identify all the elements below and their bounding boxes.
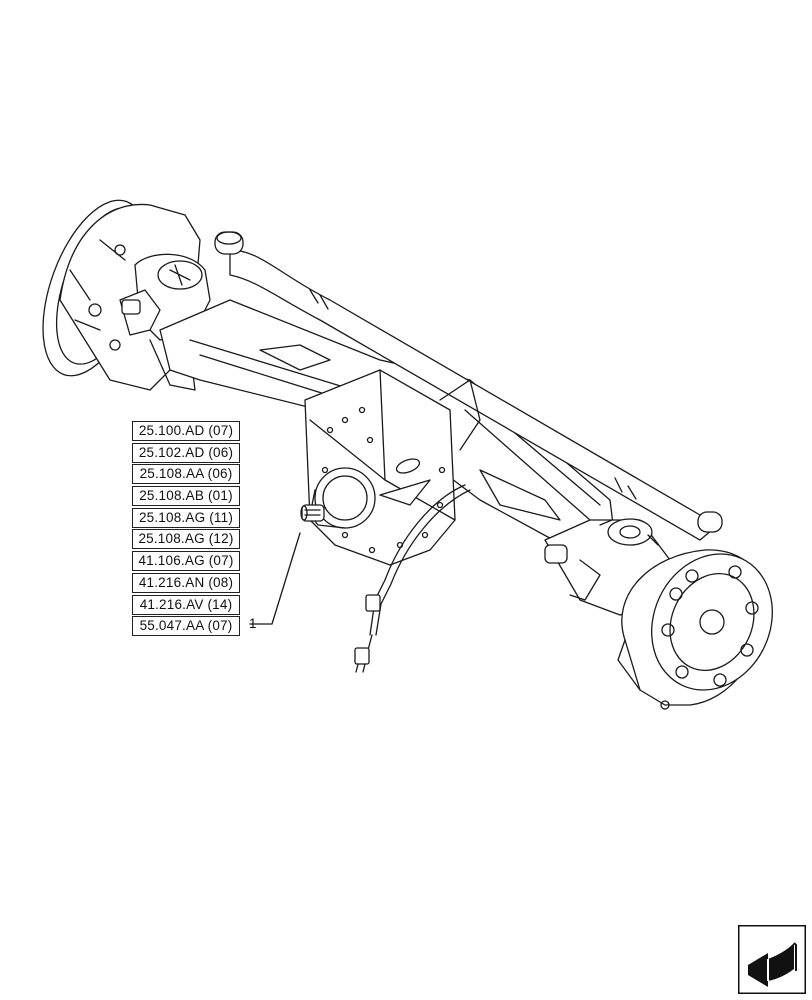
sensor-harness	[354, 484, 471, 673]
arrow-corner-icon	[738, 925, 806, 994]
reference-link[interactable]: 25.108.AB (01)	[132, 486, 240, 507]
reference-link[interactable]: 41.216.AV (14)	[132, 594, 240, 615]
callout-leader-line	[249, 532, 301, 625]
reference-link[interactable]: 25.100.AD (07)	[132, 421, 240, 441]
reference-link[interactable]: 55.047.AA (07)	[132, 616, 240, 637]
reference-list: 25.100.AD (07) 25.102.AD (06) 25.108.AA …	[132, 421, 240, 638]
nav-button[interactable]	[738, 925, 806, 994]
reference-link[interactable]: 41.216.AN (08)	[132, 572, 240, 593]
callout-number: 1	[249, 616, 257, 631]
reference-link[interactable]: 25.102.AD (06)	[132, 442, 240, 463]
input-flange	[300, 467, 376, 529]
right-wheel-hub	[617, 549, 773, 710]
reference-link[interactable]: 25.108.AG (12)	[132, 529, 240, 550]
reference-link[interactable]: 25.108.AG (11)	[132, 507, 240, 528]
tie-rod	[214, 231, 723, 541]
reference-link[interactable]: 41.106.AG (07)	[132, 551, 240, 572]
reference-link[interactable]: 25.108.AA (06)	[132, 464, 240, 485]
